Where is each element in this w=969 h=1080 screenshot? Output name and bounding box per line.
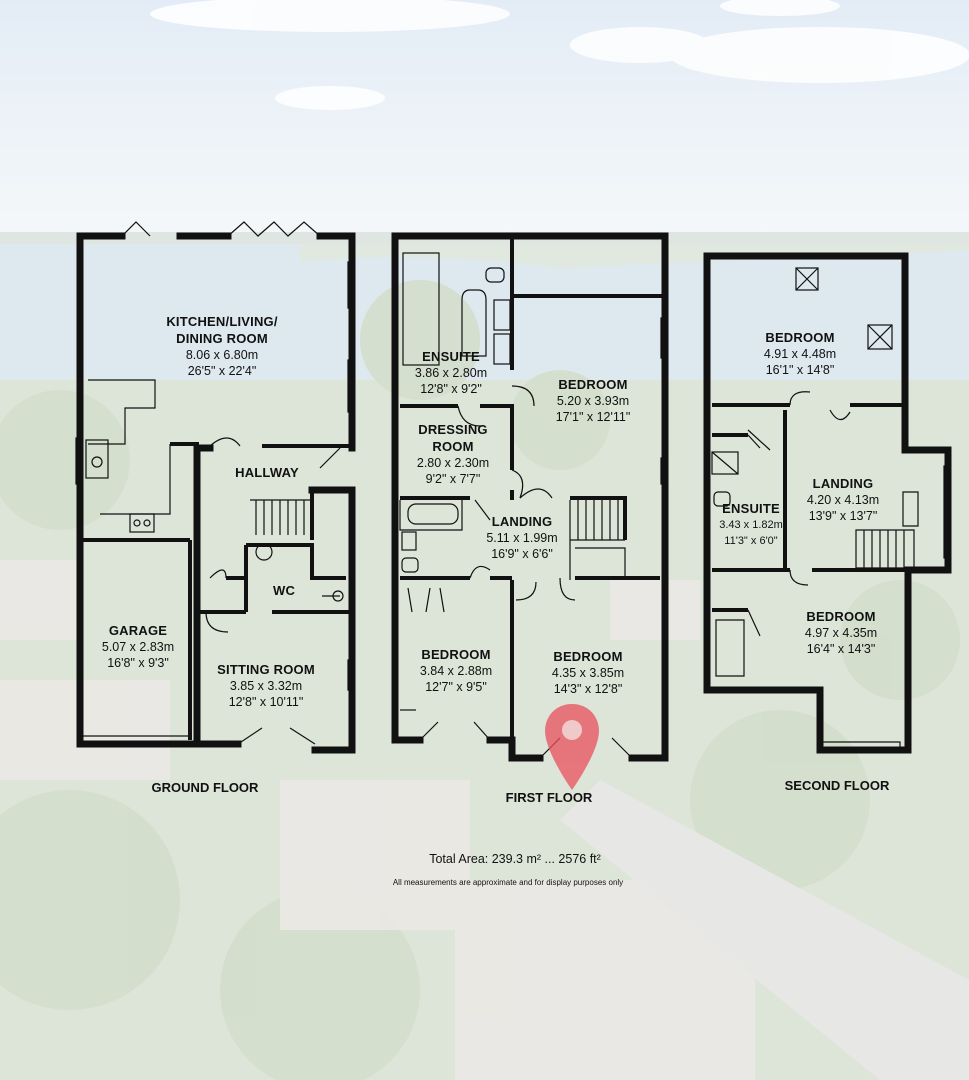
room-name: DRESSING bbox=[418, 422, 488, 437]
bedroom-first-main-label: BEDROOM 5.20 x 3.93m 17'1" x 12'11" bbox=[556, 376, 631, 425]
room-name: KITCHEN/LIVING/ bbox=[166, 314, 278, 329]
bedroom-first-left-label: BEDROOM 3.84 x 2.88m 12'7" x 9'5" bbox=[420, 646, 492, 695]
garage-label: GARAGE 5.07 x 2.83m 16'8" x 9'3" bbox=[102, 622, 174, 671]
room-size-imperial: 12'8" x 10'11" bbox=[228, 695, 304, 709]
room-name-line2: ROOM bbox=[432, 439, 474, 454]
room-size-imperial: 16'1" x 14'8" bbox=[765, 363, 835, 377]
room-size-metric: 5.07 x 2.83m bbox=[101, 640, 175, 654]
room-name: HALLWAY bbox=[235, 465, 299, 480]
room-size-imperial: 14'3" x 12'8" bbox=[553, 682, 623, 696]
room-size-metric: 4.35 x 3.85m bbox=[551, 666, 625, 680]
room-size-imperial: 12'7" x 9'5" bbox=[425, 680, 487, 694]
room-size-imperial: 13'9" x 13'7" bbox=[808, 509, 878, 523]
bedroom-second-top-label: BEDROOM 4.91 x 4.48m 16'1" x 14'8" bbox=[764, 329, 836, 378]
room-size-imperial: 17'1" x 12'11" bbox=[555, 410, 631, 424]
room-name: WC bbox=[272, 583, 296, 598]
ensuite-first-label: ENSUITE 3.86 x 2.80m 12'8" x 9'2" bbox=[415, 348, 487, 397]
ensuite-second-label: ENSUITE 3.43 x 1.82m 11'3" x 6'0" bbox=[719, 500, 783, 549]
first-floor-caption: FIRST FLOOR bbox=[505, 790, 593, 805]
kitchen-label: KITCHEN/LIVING/ DINING ROOM 8.06 x 6.80m… bbox=[166, 313, 277, 379]
room-name: BEDROOM bbox=[765, 330, 835, 345]
room-size-imperial: 11'3" x 6'0" bbox=[724, 535, 778, 547]
room-size-metric: 4.97 x 4.35m bbox=[804, 626, 878, 640]
second-floor-plan bbox=[703, 252, 952, 754]
bedroom-first-right-label: BEDROOM 4.35 x 3.85m 14'3" x 12'8" bbox=[552, 648, 624, 697]
room-name: BEDROOM bbox=[806, 609, 876, 624]
dressing-room-label: DRESSING ROOM 2.80 x 2.30m 9'2" x 7'7" bbox=[417, 421, 489, 487]
hallway-label: HALLWAY bbox=[235, 464, 299, 481]
room-name: ENSUITE bbox=[422, 349, 480, 364]
bedroom-second-bottom-label: BEDROOM 4.97 x 4.35m 16'4" x 14'3" bbox=[805, 608, 877, 657]
room-size-metric: 3.85 x 3.32m bbox=[229, 679, 303, 693]
room-name: ENSUITE bbox=[722, 501, 780, 516]
room-name: BEDROOM bbox=[558, 377, 628, 392]
disclaimer: All measurements are approximate and for… bbox=[392, 878, 624, 887]
room-size-imperial: 16'8" x 9'3" bbox=[107, 656, 169, 670]
total-area: Total Area: 239.3 m² ... 2576 ft² bbox=[429, 852, 601, 866]
room-size-imperial: 9'2" x 7'7" bbox=[425, 472, 481, 486]
landing-second-label: LANDING 4.20 x 4.13m 13'9" x 13'7" bbox=[807, 475, 879, 524]
room-name: GARAGE bbox=[108, 623, 168, 638]
room-size-imperial: 16'4" x 14'3" bbox=[806, 642, 876, 656]
room-size-metric: 2.80 x 2.30m bbox=[416, 456, 490, 470]
wc-label: WC bbox=[273, 582, 295, 599]
landing-first-label: LANDING 5.11 x 1.99m 16'9" x 6'6" bbox=[486, 513, 557, 562]
room-size-metric: 8.06 x 6.80m bbox=[185, 348, 259, 362]
room-size-metric: 5.20 x 3.93m bbox=[556, 394, 630, 408]
first-floor-plan bbox=[391, 232, 669, 762]
room-size-metric: 3.43 x 1.82m bbox=[719, 519, 783, 531]
room-size-imperial: 26'5" x 22'4" bbox=[187, 364, 257, 378]
ground-floor-caption: GROUND FLOOR bbox=[151, 780, 259, 795]
room-name: LANDING bbox=[812, 476, 874, 491]
room-size-metric: 3.86 x 2.80m bbox=[414, 366, 488, 380]
room-size-metric: 5.11 x 1.99m bbox=[486, 531, 558, 545]
room-size-metric: 3.84 x 2.88m bbox=[419, 664, 493, 678]
second-floor-caption: SECOND FLOOR bbox=[784, 778, 890, 793]
sitting-room-label: SITTING ROOM 3.85 x 3.32m 12'8" x 10'11" bbox=[217, 661, 315, 710]
room-name: BEDROOM bbox=[421, 647, 491, 662]
room-size-metric: 4.91 x 4.48m bbox=[763, 347, 837, 361]
room-size-metric: 4.20 x 4.13m bbox=[806, 493, 880, 507]
room-size-imperial: 12'8" x 9'2" bbox=[420, 382, 482, 396]
room-name: SITTING ROOM bbox=[217, 662, 315, 677]
ground-floor-plan bbox=[75, 221, 356, 754]
room-name: BEDROOM bbox=[553, 649, 623, 664]
room-size-imperial: 16'9" x 6'6" bbox=[491, 547, 553, 561]
room-name-line2: DINING ROOM bbox=[176, 331, 268, 346]
room-name: LANDING bbox=[491, 514, 553, 529]
location-pin-icon bbox=[545, 704, 599, 790]
